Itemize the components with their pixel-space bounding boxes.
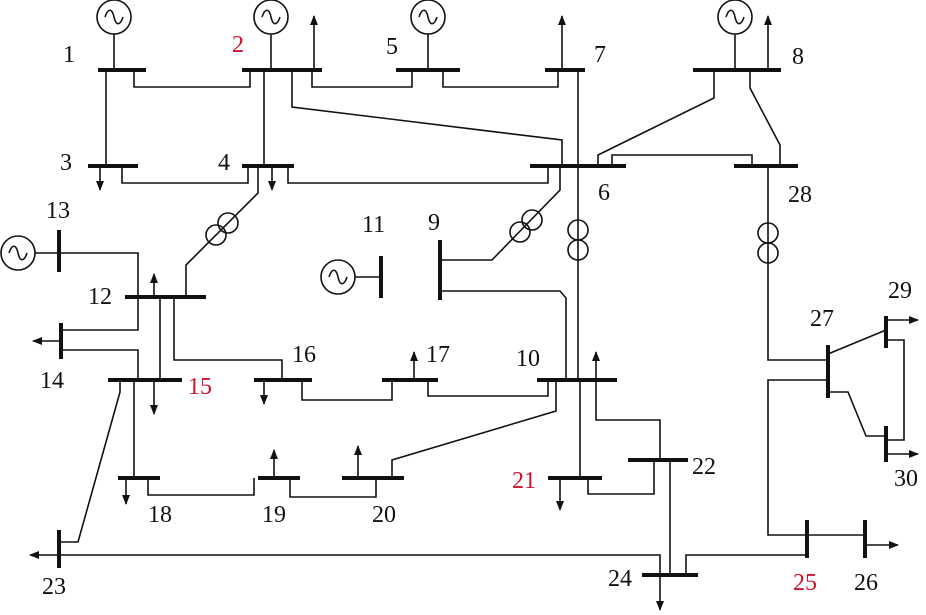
bus-label-12: 12 xyxy=(88,284,112,310)
branch-8-28 xyxy=(749,70,781,166)
branch-2-5 xyxy=(311,70,413,88)
bus-label-29: 29 xyxy=(888,278,912,304)
branch-17-10 xyxy=(427,380,549,397)
branch-12-13-14 xyxy=(59,252,139,331)
bus-label-24: 24 xyxy=(608,566,632,592)
branch-5-7 xyxy=(442,70,559,88)
bus-label-18: 18 xyxy=(148,502,172,528)
transformer-winding xyxy=(205,224,227,246)
branch-14-15 xyxy=(61,349,139,380)
branch-23-24 xyxy=(59,554,661,575)
transformer-icon xyxy=(509,209,543,243)
bus-label-8: 8 xyxy=(792,44,804,70)
bus-label-15: 15 xyxy=(188,374,212,400)
bus-label-26: 26 xyxy=(854,570,878,596)
branches-layer xyxy=(29,15,919,611)
bus-label-28: 28 xyxy=(788,182,812,208)
buses-layer xyxy=(0,0,888,577)
bus-label-20: 20 xyxy=(372,502,396,528)
branch-2-6 xyxy=(291,70,563,166)
bus-label-10: 10 xyxy=(516,346,540,372)
bus-label-14: 14 xyxy=(40,368,64,394)
bus-label-23: 23 xyxy=(42,574,66,600)
generator-icon xyxy=(320,259,356,295)
branch-6-8 xyxy=(597,70,715,166)
branch-21-22 xyxy=(587,460,655,495)
generator-wave xyxy=(725,9,745,25)
branch-4-12 xyxy=(185,166,259,297)
generator-icon xyxy=(0,235,36,271)
bus-label-4: 4 xyxy=(218,150,230,176)
generator-wave xyxy=(328,269,348,285)
transformer-icon xyxy=(757,222,779,264)
bus-label-25: 25 xyxy=(793,570,817,596)
transformer-winding xyxy=(567,219,589,241)
branch-16-17 xyxy=(301,380,393,401)
branch-27-29 xyxy=(827,329,887,355)
branch-1-2 xyxy=(133,70,251,88)
generator-icon xyxy=(253,0,289,35)
branch-29-30 xyxy=(886,339,905,441)
branch-24-25 xyxy=(685,554,807,575)
branch-12-16 xyxy=(173,297,283,380)
generator-wave xyxy=(104,9,124,25)
branch-27-28 xyxy=(767,166,828,361)
bus-label-22: 22 xyxy=(692,454,716,480)
bus-label-2: 2 xyxy=(232,32,244,58)
branch-19-20 xyxy=(289,478,377,498)
bus-label-11: 11 xyxy=(362,212,385,238)
generator-wave xyxy=(418,9,438,25)
bus-label-3: 3 xyxy=(60,150,72,176)
bus-label-16: 16 xyxy=(292,342,316,368)
branch-4-6 xyxy=(287,166,549,184)
branch-15-23 xyxy=(59,380,121,543)
branch-18-19 xyxy=(147,478,255,496)
branch-27-30 xyxy=(828,391,886,437)
bus-label-6: 6 xyxy=(598,180,610,206)
generator-icon xyxy=(410,0,446,35)
transformer-winding xyxy=(757,222,779,244)
bus-label-13: 13 xyxy=(46,198,70,224)
bus-label-7: 7 xyxy=(594,42,606,68)
transformer-icon xyxy=(205,212,239,246)
branch-9-10 xyxy=(440,290,567,380)
transformer-icon xyxy=(567,219,589,261)
transformer-winding xyxy=(521,209,543,231)
bus-label-17: 17 xyxy=(426,342,450,368)
bus-label-5: 5 xyxy=(386,34,398,60)
bus-label-9: 9 xyxy=(428,210,440,236)
branch-25-27 xyxy=(767,379,828,536)
generator-icon xyxy=(96,0,132,35)
branch-10-22 xyxy=(595,380,661,460)
bus-label-30: 30 xyxy=(894,466,918,492)
bus-label-21: 21 xyxy=(512,468,536,494)
branch-6-9 xyxy=(440,166,561,261)
bus-label-19: 19 xyxy=(262,502,286,528)
generator-icon xyxy=(717,0,753,35)
generator-wave xyxy=(8,245,28,261)
transformer-winding xyxy=(217,212,239,234)
transformer-winding xyxy=(509,221,531,243)
branch-3-4 xyxy=(121,166,249,184)
generator-wave xyxy=(261,9,281,25)
branch-20-10 xyxy=(391,380,557,478)
branch-6-28 xyxy=(611,154,753,166)
bus-label-1: 1 xyxy=(63,42,75,68)
bus-label-27: 27 xyxy=(810,306,834,332)
